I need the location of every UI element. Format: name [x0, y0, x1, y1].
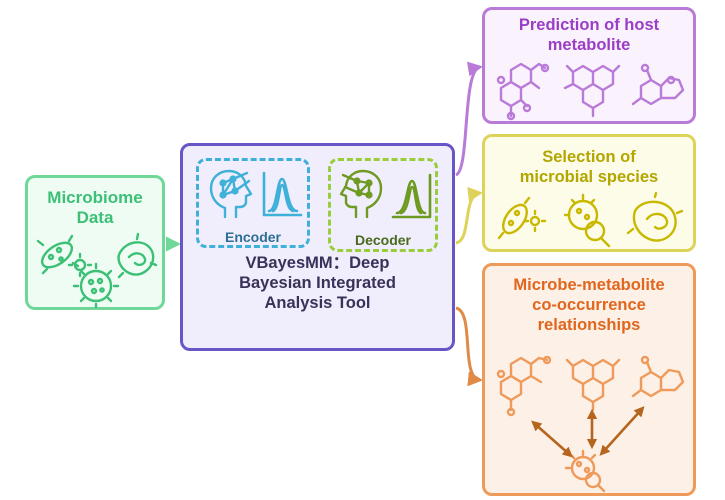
encoder-label: Encoder: [224, 229, 281, 245]
selection-title: Selection of microbial species: [519, 148, 659, 186]
vbayesmm-title: VBayesMM：Deep Bayesian Integrated Analys…: [239, 254, 396, 312]
head-network-icon: [339, 169, 383, 219]
head-network-icon: [209, 169, 253, 219]
microbe-search-icons: [497, 191, 684, 248]
vbayesmm-model-box: VBayesMM：Deep Bayesian Integrated Analys…: [180, 143, 455, 351]
microbiome-data-box: Microbiome Data: [25, 175, 165, 310]
microbes-icon: [36, 232, 158, 309]
arrow-model-to-cooccurrence: [455, 306, 483, 387]
molecule-microbe-links-icon: [496, 355, 685, 493]
molecule-structures-icon: [496, 62, 685, 121]
prediction-box: Prediction of host metabolite: [482, 7, 696, 124]
prediction-title: Prediction of host metabolite: [518, 16, 660, 54]
arrow-model-to-prediction: [454, 61, 483, 177]
microbiome-data-title: Microbiome Data: [47, 188, 143, 228]
distribution-chart-icon: [262, 171, 303, 217]
cooccurrence-box: Microbe-metabolite co-occurrence relatio…: [482, 263, 696, 496]
arrow-model-to-selection: [455, 186, 483, 245]
decoder-box: Decoder: [328, 158, 438, 252]
encoder-box: Encoder: [196, 158, 310, 248]
selection-box: Selection of microbial species: [482, 134, 696, 252]
distribution-chart-icon: [391, 173, 432, 219]
decoder-label: Decoder: [354, 232, 412, 248]
cooccurrence-title: Microbe-metabolite co-occurrence relatio…: [513, 276, 665, 334]
